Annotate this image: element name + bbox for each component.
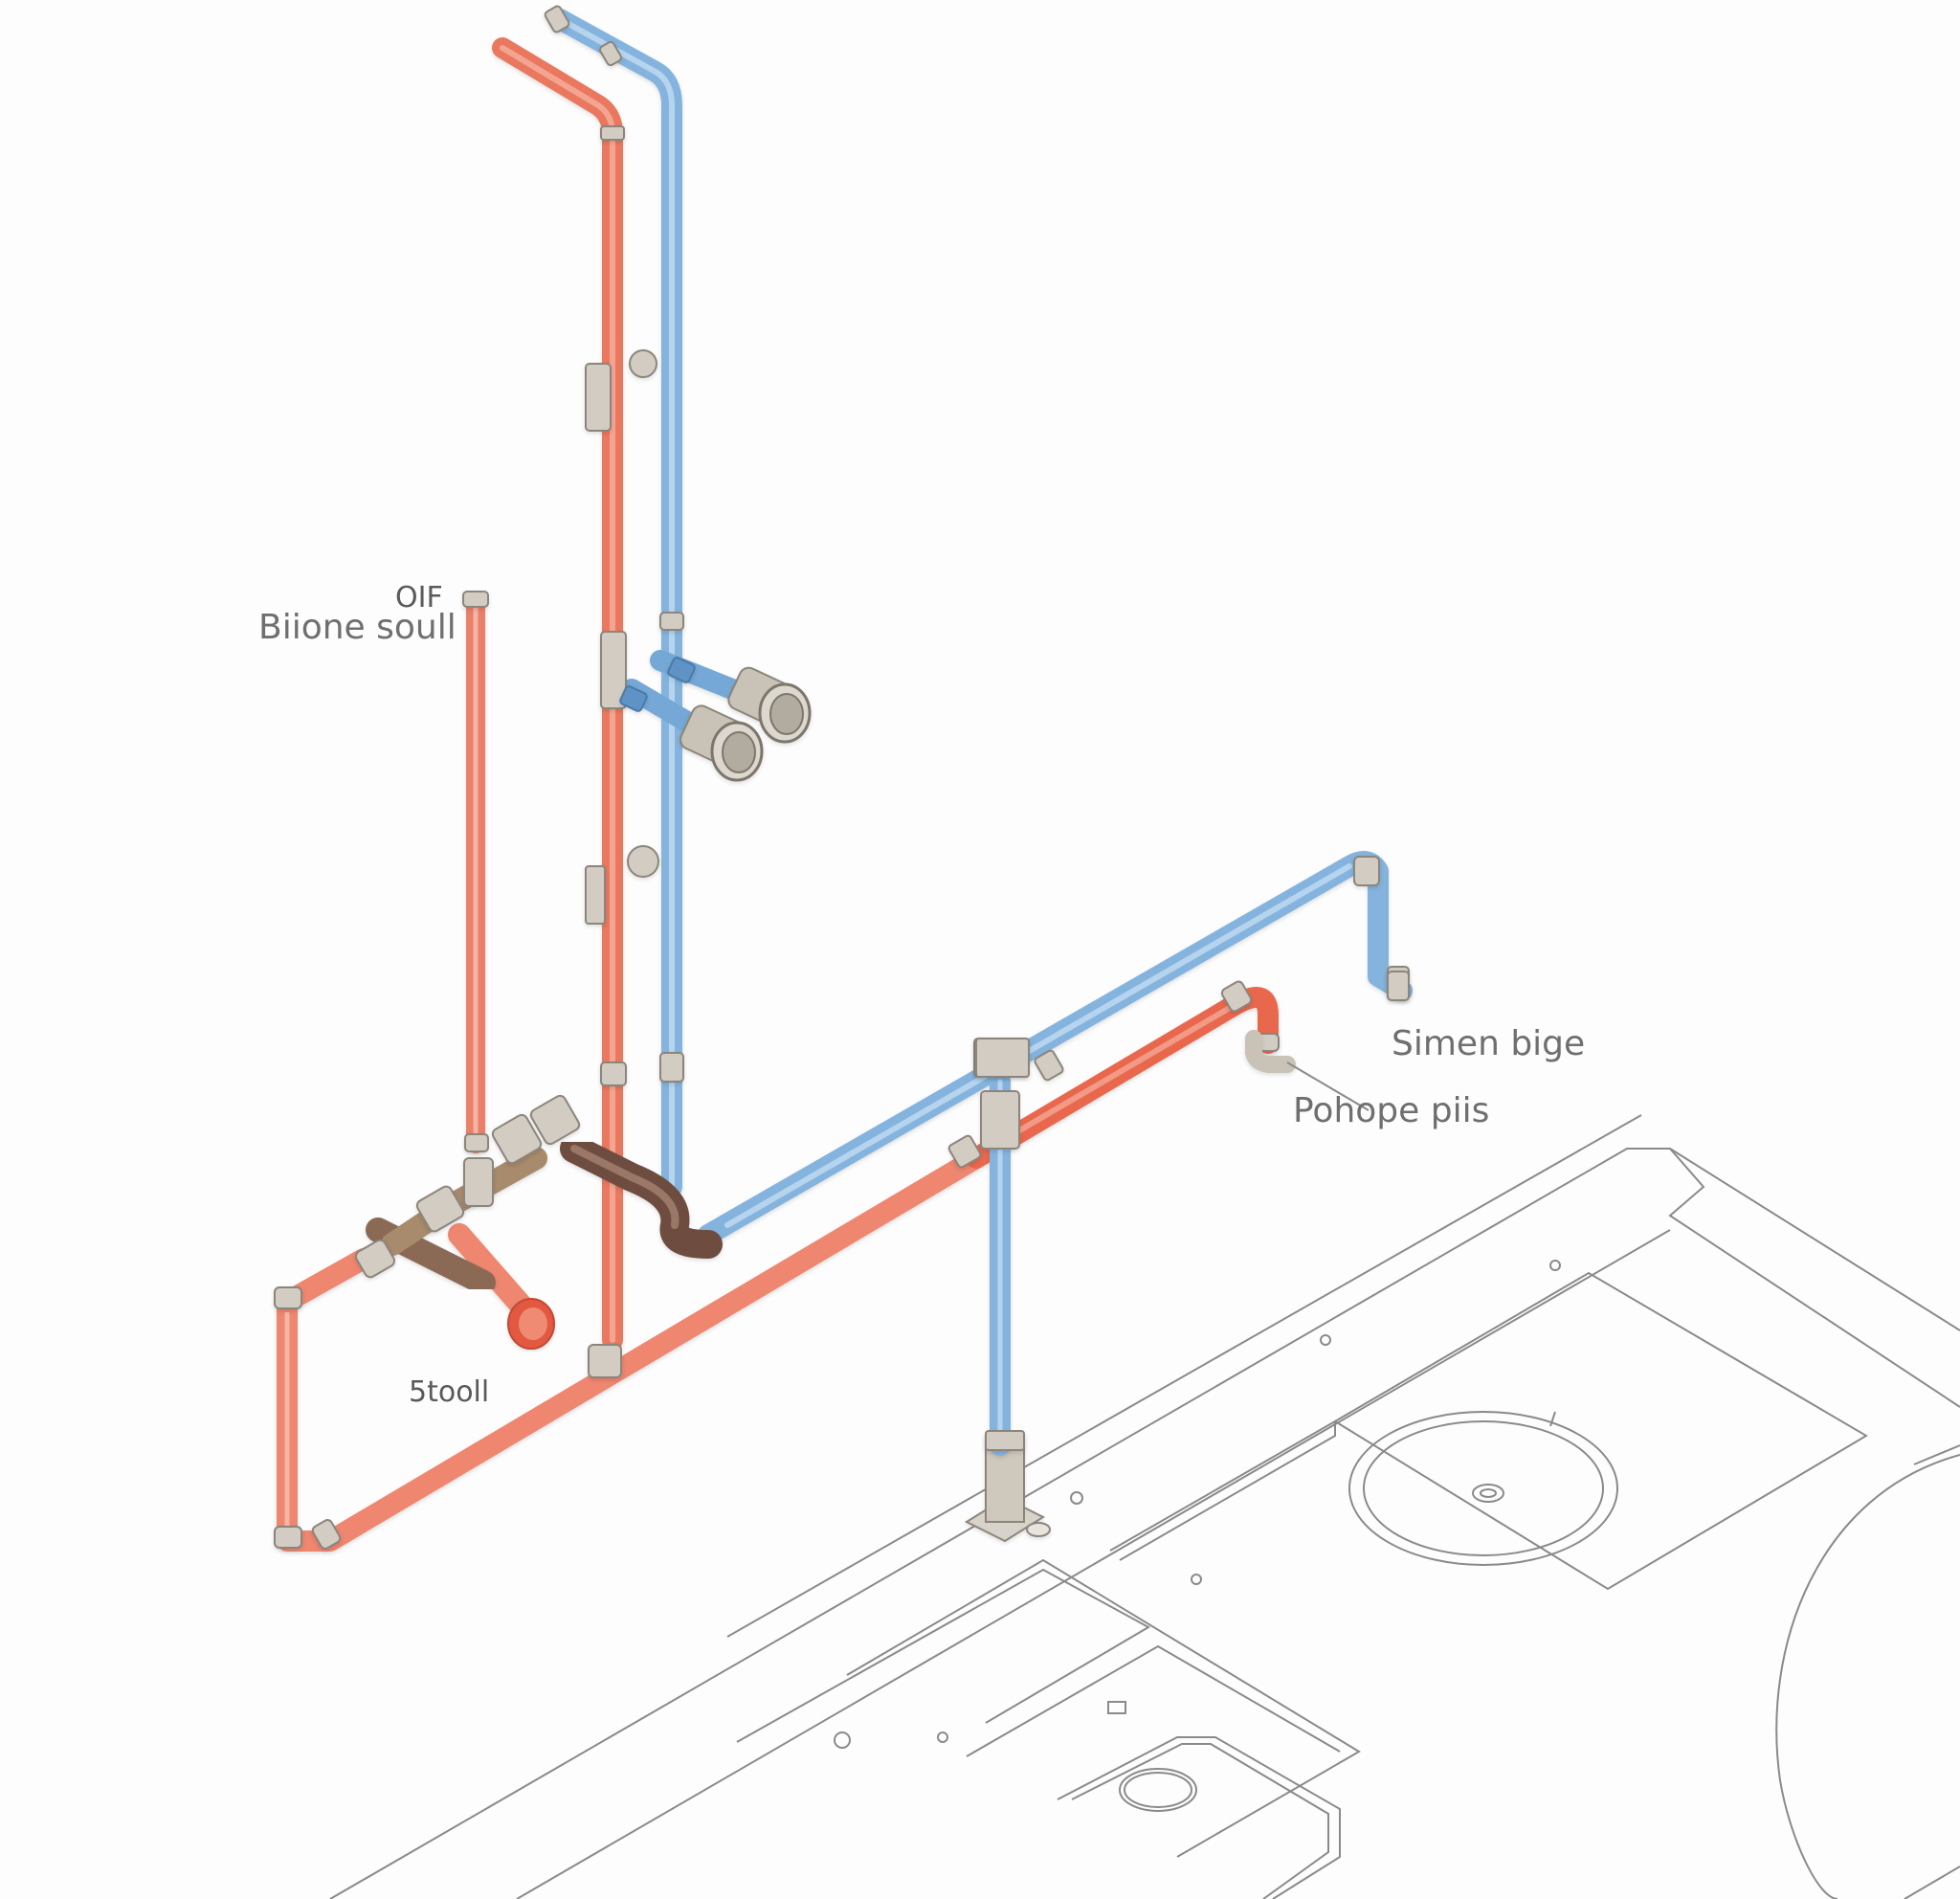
right-upper-label: Simen bige [1392,1024,1586,1063]
callout-leader-line [1286,1061,1370,1111]
hot-outlet-nozzle [507,1298,555,1350]
bottom-left-label: 5tooll [409,1375,490,1409]
tag-top-label: OIF [395,581,443,614]
terminal-fittings [975,971,1410,1078]
right-lower-label: Pohope piis [1293,1091,1490,1130]
pipe-fittings [274,5,1410,1550]
valve-lower [679,704,764,782]
valve-upper [727,666,812,744]
shutoff-valves [619,657,812,782]
tag-main-label: Biione soull [258,608,457,647]
hot-water-lines [277,37,1279,1552]
floor-plan [329,1114,1960,1899]
